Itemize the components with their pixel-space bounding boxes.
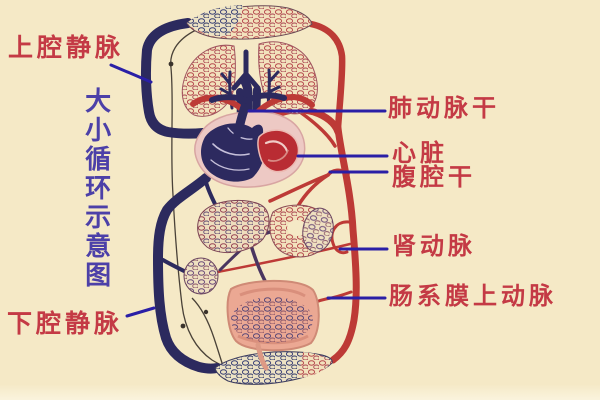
lymph-node	[203, 309, 209, 315]
leader-superior-vena-cava	[109, 63, 153, 84]
left-kidney-illustration	[183, 257, 219, 295]
leader-inferior-vena-cava	[125, 306, 156, 318]
label-heart: 心脏	[392, 140, 448, 167]
caption-vertical-title: 大小循环示意图	[81, 87, 112, 290]
lower-capillary-bed	[214, 351, 333, 385]
heart-illustration	[194, 75, 306, 188]
label-pulmonary-trunk: 肺动脉干	[388, 95, 500, 122]
lymph-node	[180, 323, 186, 329]
label-celiac-trunk: 腹腔干	[392, 164, 476, 191]
intestines-illustration	[226, 279, 320, 371]
upper-capillary-bed	[186, 5, 313, 40]
lymph-node	[168, 61, 174, 67]
label-renal-artery: 肾动脉	[392, 233, 476, 260]
liver-illustration	[197, 199, 270, 253]
label-superior-vena-cava: 上腔静脉	[8, 34, 125, 62]
leader-lines	[109, 63, 389, 318]
right-kidney-illustration	[302, 207, 334, 253]
label-superior-mesenteric-artery: 肠系膜上动脉	[389, 283, 557, 310]
label-inferior-vena-cava: 下腔静脉	[7, 310, 124, 338]
